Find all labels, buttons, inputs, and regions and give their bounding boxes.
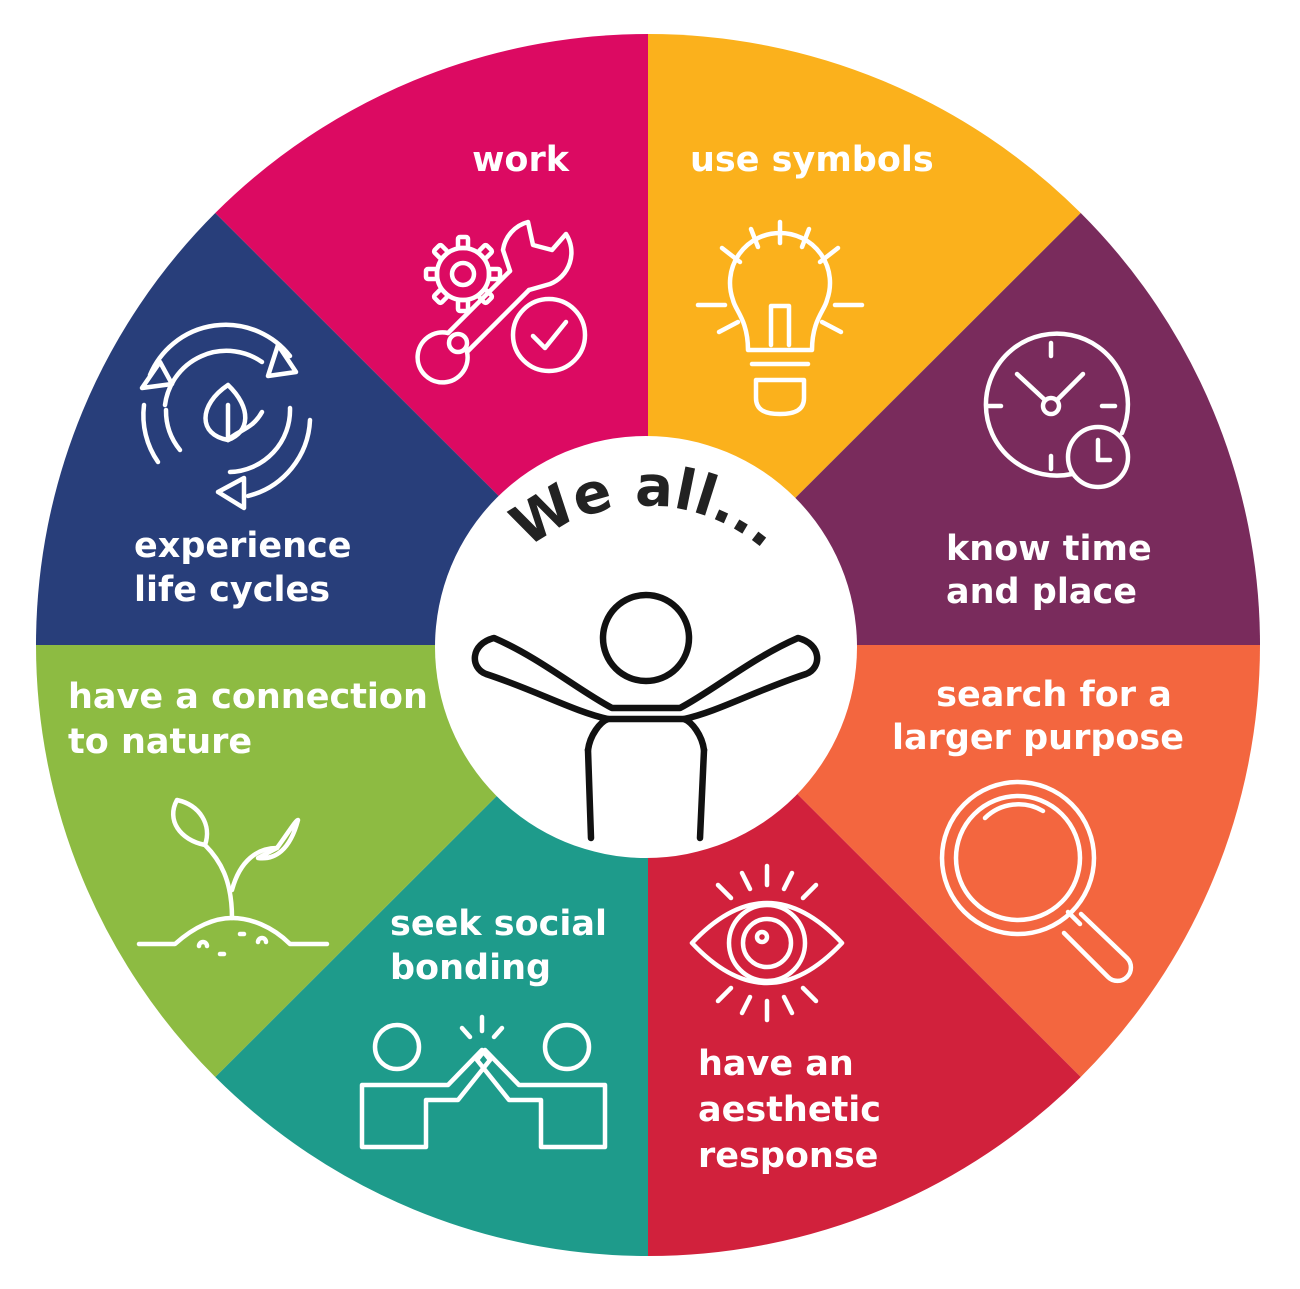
label-life-cycles: experience life cycles xyxy=(134,526,364,610)
wrench-gear-check-icon xyxy=(415,219,588,385)
leaf-cycle-icon xyxy=(139,322,313,511)
lightbulb-icon xyxy=(695,219,865,417)
person-icon xyxy=(471,591,821,842)
label-larger-purpose: search for a larger purpose xyxy=(892,675,1184,758)
clock-icon xyxy=(983,331,1131,490)
label-use-symbols: use symbols xyxy=(690,140,934,180)
eye-icon xyxy=(689,863,845,1023)
label-connection-nature: have a connection to nature xyxy=(68,677,440,762)
label-social-bonding: seek social bonding xyxy=(390,904,619,988)
high-five-icon xyxy=(359,1014,608,1150)
label-aesthetic-response: have an aesthetic response xyxy=(698,1044,893,1176)
magnifying-glass-icon xyxy=(939,779,1134,984)
label-know-time: know time and place xyxy=(946,529,1164,612)
sprout-icon xyxy=(136,797,330,957)
label-work: work xyxy=(472,140,570,180)
